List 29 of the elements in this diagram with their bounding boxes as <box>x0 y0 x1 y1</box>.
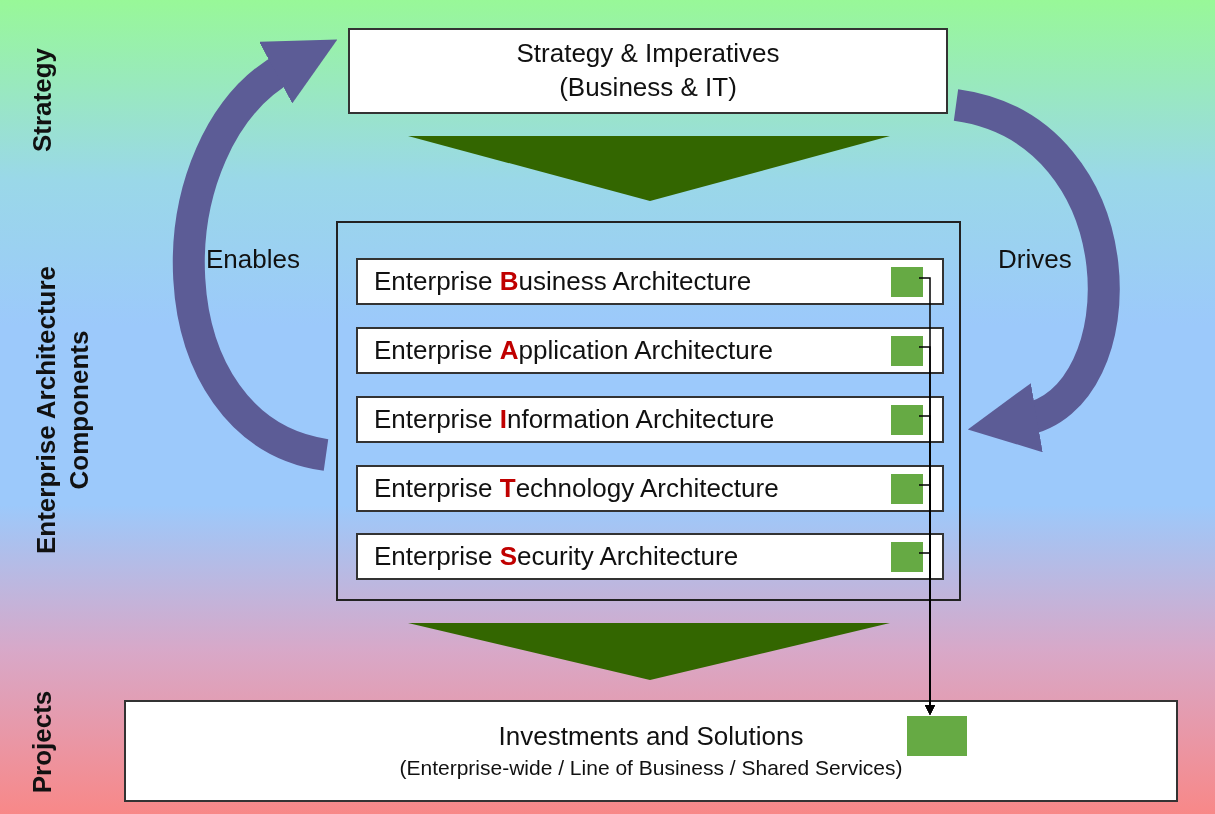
box-title: (Enterprise-wide / Line of Business / Shared Services) <box>399 754 903 781</box>
architecture-label: Enterprise Information Architecture <box>374 402 775 436</box>
box-title: Investments and Solutions <box>498 720 804 753</box>
section-label: Strategy <box>25 47 58 155</box>
architecture-label: Enterprise Application Architecture <box>374 333 773 367</box>
status-square <box>907 716 967 756</box>
section-label: Enterprise Architecture Components <box>29 265 94 556</box>
architecture-label: Enterprise Security Architecture <box>374 539 739 573</box>
status-square <box>891 474 923 504</box>
status-square <box>891 542 923 572</box>
architecture-box <box>356 258 944 305</box>
architecture-box <box>356 465 944 512</box>
status-square <box>891 267 923 297</box>
status-square <box>891 336 923 366</box>
box-title: Strategy & Imperatives (Business & IT) <box>515 37 781 104</box>
architecture-label: Enterprise Technology Architecture <box>374 471 779 505</box>
section-label: Projects <box>25 689 58 796</box>
chevron-arrow <box>408 136 890 201</box>
architecture-box <box>356 533 944 580</box>
chevron-arrow <box>408 623 890 680</box>
architecture-label: Enterprise Business Architecture <box>374 264 752 298</box>
investments-box <box>124 700 1178 802</box>
architecture-box <box>356 327 944 374</box>
connector-arrow <box>918 552 935 715</box>
edge-label: Enables <box>206 244 300 275</box>
container-frame <box>336 221 961 601</box>
architecture-box <box>356 396 944 443</box>
strategy-box <box>348 28 948 114</box>
status-square <box>891 405 923 435</box>
